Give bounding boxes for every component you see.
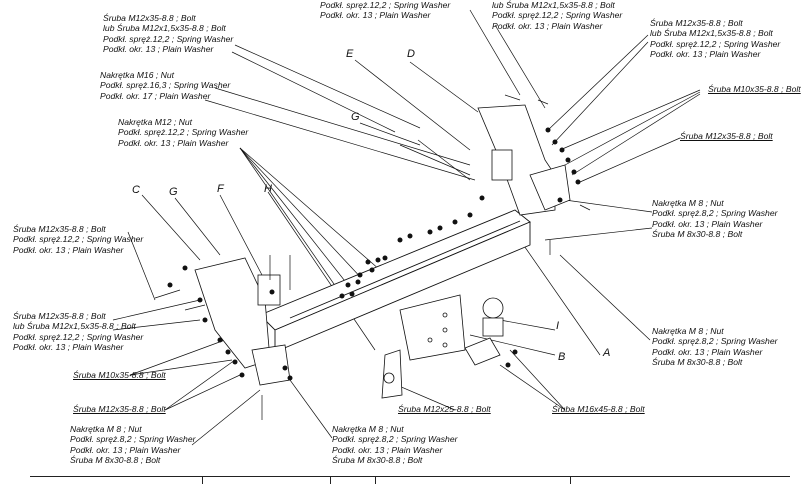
callout-bolt-m12x35-bottom-left: Śruba M12x35-8.8 ; Bolt [73,404,166,414]
part-letter-d: D [407,48,415,60]
part-letter-a: A [603,347,611,359]
part-letter-f: F [217,183,224,195]
part-letter-g-top: G [351,111,360,123]
bolts [154,94,591,420]
leader-lines [112,9,701,446]
part-letter-g-left: G [169,186,178,198]
part-letter-b: B [558,351,566,363]
callout-bolt-m16x45: Śruba M16x45-8.8 ; Bolt [552,404,645,414]
part-letter-i: I [556,320,560,332]
part-letter-e: E [346,48,354,60]
part-letter-h: H [264,183,272,195]
right-bracket [477,104,571,216]
tow-ball [464,297,504,366]
title-block-edge [30,476,790,484]
crossbar [259,209,531,353]
washers [167,127,581,381]
callout-bolt-m10x35-left: Śruba M10x35-8.8 ; Bolt [73,370,166,380]
left-bracket [194,257,291,386]
part-letter-c: C [132,184,140,196]
callout-bolt-m12x35-right: Śruba M12x35-8.8 ; Bolt [680,131,773,141]
center-plate [381,294,466,399]
callout-bolt-m10x35-right: Śruba M10x35-8.8 ; Bolt [708,84,801,94]
callout-bolt-m12x25: Śruba M12x25-8.8 ; Bolt [398,404,491,414]
